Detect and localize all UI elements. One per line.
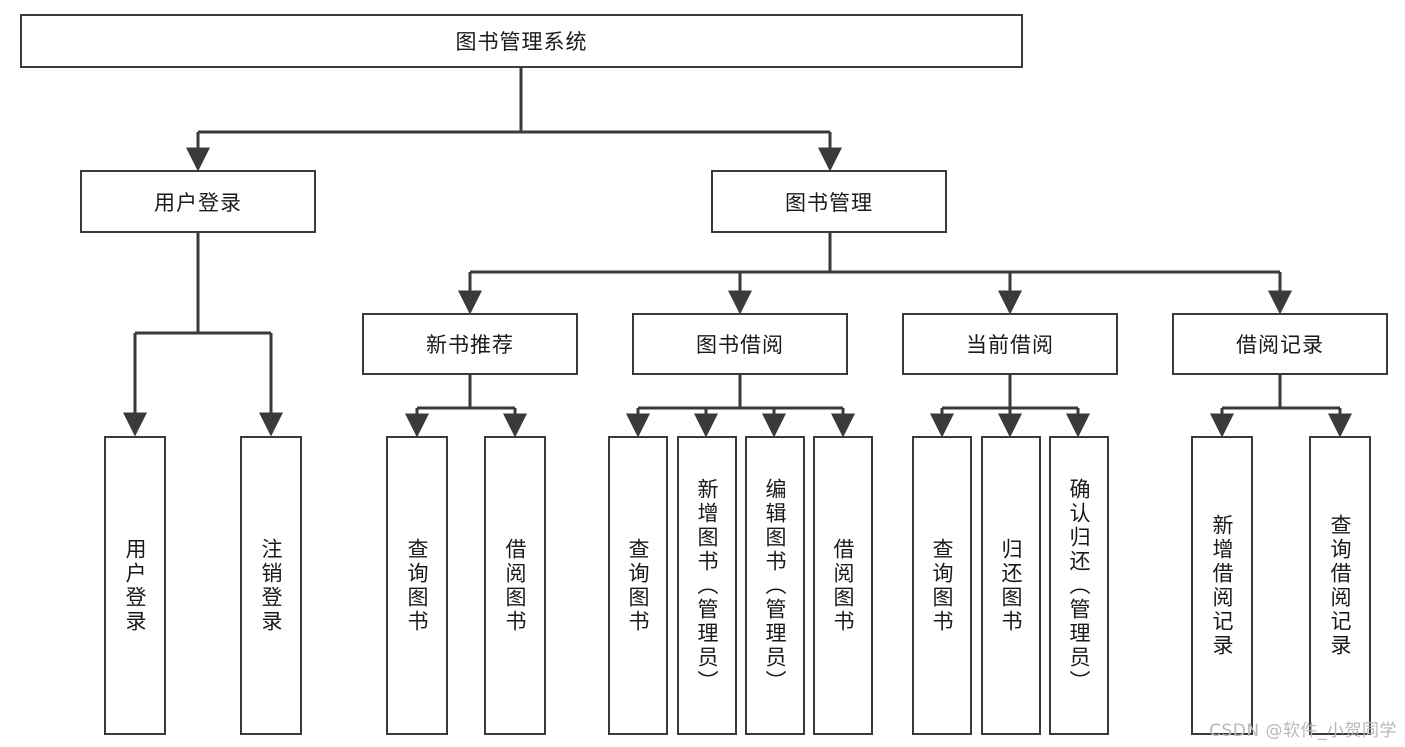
node-new-book-recommend-label: 新书推荐 bbox=[426, 333, 514, 357]
node-user-login-label: 用户登录 bbox=[154, 190, 242, 215]
node-new-book-recommend[interactable]: 新书推荐 bbox=[362, 313, 578, 375]
leaf-label: 注销登录 bbox=[259, 537, 284, 634]
leaf-current-borrow-return[interactable]: 归还图书 bbox=[981, 436, 1041, 735]
leaf-label: 新增借阅记录 bbox=[1210, 513, 1235, 658]
leaf-label: 查询图书 bbox=[626, 537, 651, 634]
leaf-book-borrow-edit[interactable]: 编辑图书（管理员） bbox=[745, 436, 805, 735]
leaf-label: 编辑图书（管理员） bbox=[763, 477, 788, 694]
leaf-borrow-record-query[interactable]: 查询借阅记录 bbox=[1309, 436, 1371, 735]
node-borrow-records[interactable]: 借阅记录 bbox=[1172, 313, 1388, 375]
leaf-borrow-record-add[interactable]: 新增借阅记录 bbox=[1191, 436, 1253, 735]
leaf-new-book-borrow[interactable]: 借阅图书 bbox=[484, 436, 546, 735]
node-root[interactable]: 图书管理系统 bbox=[20, 14, 1023, 68]
node-book-borrow[interactable]: 图书借阅 bbox=[632, 313, 848, 375]
leaf-label: 查询图书 bbox=[405, 537, 430, 634]
leaf-label: 归还图书 bbox=[999, 537, 1024, 634]
node-current-borrow[interactable]: 当前借阅 bbox=[902, 313, 1118, 375]
node-book-management[interactable]: 图书管理 bbox=[711, 170, 947, 233]
leaf-label: 用户登录 bbox=[123, 537, 148, 634]
leaf-book-borrow-borrow[interactable]: 借阅图书 bbox=[813, 436, 873, 735]
leaf-label: 借阅图书 bbox=[831, 537, 856, 634]
leaf-label: 新增图书（管理员） bbox=[695, 477, 720, 694]
leaf-current-borrow-query[interactable]: 查询图书 bbox=[912, 436, 972, 735]
node-user-login[interactable]: 用户登录 bbox=[80, 170, 316, 233]
node-borrow-records-label: 借阅记录 bbox=[1236, 333, 1324, 357]
leaf-book-borrow-add[interactable]: 新增图书（管理员） bbox=[677, 436, 737, 735]
node-book-borrow-label: 图书借阅 bbox=[696, 333, 784, 357]
leaf-label: 借阅图书 bbox=[503, 537, 528, 634]
node-root-label: 图书管理系统 bbox=[455, 30, 588, 54]
leaf-label: 确认归还（管理员） bbox=[1067, 477, 1092, 694]
leaf-label: 查询借阅记录 bbox=[1328, 513, 1353, 658]
leaf-new-book-query[interactable]: 查询图书 bbox=[386, 436, 448, 735]
leaf-user-login-login[interactable]: 用户登录 bbox=[104, 436, 166, 735]
leaf-current-borrow-confirm-return[interactable]: 确认归还（管理员） bbox=[1049, 436, 1109, 735]
leaf-user-login-logout[interactable]: 注销登录 bbox=[240, 436, 302, 735]
leaf-label: 查询图书 bbox=[930, 537, 955, 634]
node-current-borrow-label: 当前借阅 bbox=[966, 333, 1054, 357]
leaf-book-borrow-query[interactable]: 查询图书 bbox=[608, 436, 668, 735]
node-book-management-label: 图书管理 bbox=[785, 190, 873, 215]
